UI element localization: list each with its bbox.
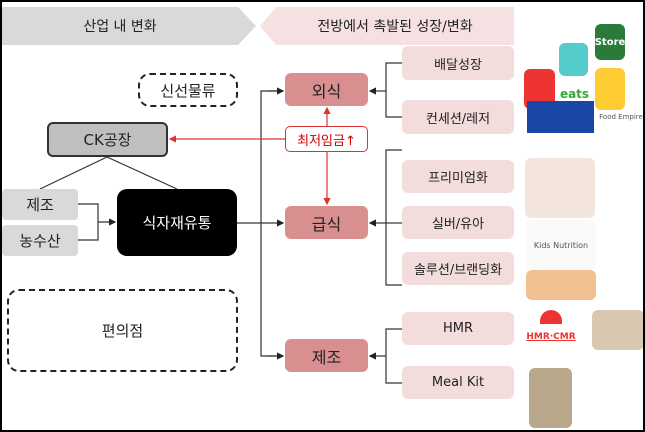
delivery-app-icon	[595, 68, 625, 110]
convenience-store-box: 편의점	[7, 289, 238, 372]
manufacturing-mid-box: 제조	[285, 339, 368, 372]
header-right-label: 전방에서 촉발된 성장/변화	[317, 19, 473, 35]
premium-box: 프리미엄화	[402, 160, 514, 193]
min-wage-box: 최저임금↑	[285, 126, 368, 152]
catering-box: 급식	[285, 206, 368, 239]
kids-nutrition-logo: Kids Nutrition	[526, 220, 596, 270]
hmr-products-image	[592, 310, 643, 350]
silver-infant-box: 실버/유아	[402, 206, 514, 239]
dining-out-box: 외식	[285, 73, 368, 106]
fresh-logistics-box: 신선물류	[138, 73, 238, 107]
manufacturing-left-box: 제조	[2, 189, 78, 220]
concession-leisure-box: 컨세션/레저	[402, 100, 514, 134]
delivery-app-icon	[559, 43, 588, 76]
hmr-cmr-logo: HMR·CMR	[526, 332, 576, 342]
delivery-growth-box: 배달성장	[402, 46, 514, 80]
kids-image	[526, 270, 596, 300]
ck-factory-box: CK공장	[47, 122, 168, 157]
concession-icons	[527, 101, 594, 133]
agri-fishery-box: 농수산	[2, 225, 78, 256]
food-distribution-box: 식자재유통	[117, 189, 237, 256]
food-empire-logo: Food Empire	[599, 113, 643, 121]
store-logo: Store	[595, 24, 625, 60]
cloche-icon	[540, 310, 562, 324]
solution-branding-box: 솔루션/브랜딩화	[402, 252, 514, 285]
meal-kit-box: Meal Kit	[402, 366, 514, 399]
eats-logo: eats	[559, 87, 590, 101]
header-left-label: 산업 내 변화	[83, 19, 157, 35]
hmr-box: HMR	[402, 312, 514, 345]
meal-kit-image	[529, 368, 572, 428]
header-arrow-left	[2, 7, 256, 45]
header-arrow-right	[260, 7, 514, 45]
premium-image	[525, 158, 595, 218]
